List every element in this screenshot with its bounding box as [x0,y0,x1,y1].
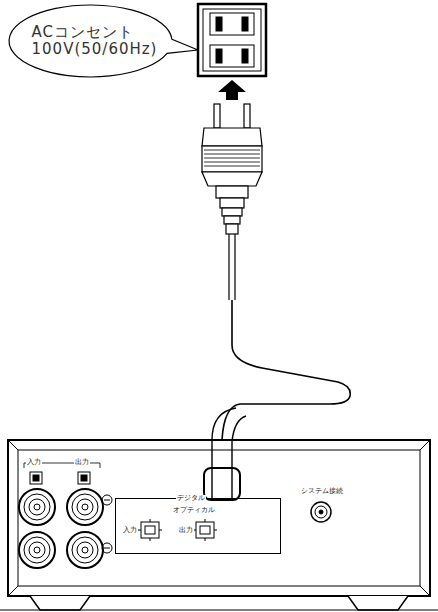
panel-label: 入力 [122,527,138,534]
jack-label: 出力 [74,459,90,466]
power-plug [202,104,262,300]
callout-text: ACコンセント 100V(50/60Hz) [32,24,150,58]
connector-label: システム接続 [300,488,344,495]
rca-jacks [19,489,112,568]
digital-panel: デジタルオプティカル入力 出力 [115,498,281,554]
optical-connectors [138,519,217,541]
device-body [0,440,438,610]
cable-clamp [204,468,240,500]
panel-label: デジタル [176,495,206,502]
insert-arrow [218,80,246,100]
panel-label: オプティカル [172,507,216,514]
callout-bubble: ACコンセント 100V(50/60Hz) [8,4,173,78]
panel-label: 出力 [178,527,194,534]
callout-shape [9,5,198,77]
jack-markers [30,472,90,484]
jack-label: 入力 [26,459,42,466]
system-jack [311,502,331,522]
ac-outlet [198,4,266,76]
